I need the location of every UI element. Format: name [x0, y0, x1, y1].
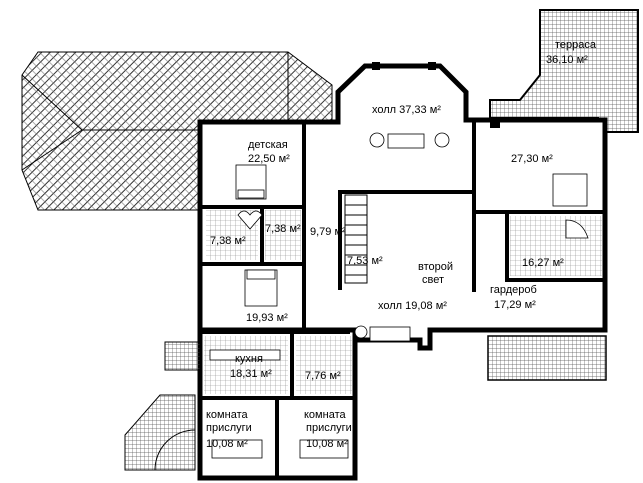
bath2-area-label: 7,38 м²: [210, 235, 246, 247]
servant2-label-line1: комната: [304, 409, 346, 421]
bath3-area-label: 16,27 м²: [522, 257, 564, 269]
bedroom-area-label: 27,30 м²: [511, 153, 553, 165]
room-labels: терраса 36,10 м² холл 37,33 м² детская 2…: [206, 39, 597, 450]
stairs: [344, 194, 368, 284]
terrace-area-label: 36,10 м²: [546, 54, 588, 66]
kids-room-label: детская: [248, 139, 288, 151]
hall-large-label: холл 37,33 м²: [372, 104, 441, 116]
kitchen-area-label: 18,31 м²: [230, 368, 272, 380]
wc-area-label: 7,76 м²: [305, 370, 341, 382]
wardrobe-area-label: 17,29 м²: [494, 299, 536, 311]
void-label-line2: свет: [422, 274, 444, 286]
terrace-label: терраса: [555, 39, 597, 51]
servant2-label-line2: прислуги: [306, 422, 352, 434]
furniture: [209, 132, 589, 459]
servant1-label-line2: прислуги: [206, 422, 252, 434]
void-label-line1: второй: [418, 261, 453, 273]
hall-small-label: холл 19,08 м²: [378, 300, 447, 312]
servant1-area-label: 10,08 м²: [206, 438, 248, 450]
bedroom2-area-label: 19,93 м²: [246, 312, 288, 324]
tiled-areas: [164, 210, 607, 394]
servant1-label-line1: комната: [206, 409, 248, 421]
terrace-area: [489, 9, 639, 133]
servant2-area-label: 10,08 м²: [306, 438, 348, 450]
kids-room-area-label: 22,50 м²: [248, 153, 290, 165]
exterior-stair: [124, 394, 196, 471]
kitchen-label: кухня: [235, 353, 263, 365]
wardrobe-label: гардероб: [490, 284, 537, 296]
corridor-area-label: 9,79 м²: [310, 226, 346, 238]
stairs-area-label: 7,53 м²: [347, 255, 383, 267]
bath1-area-label: 7,38 м²: [265, 223, 301, 235]
